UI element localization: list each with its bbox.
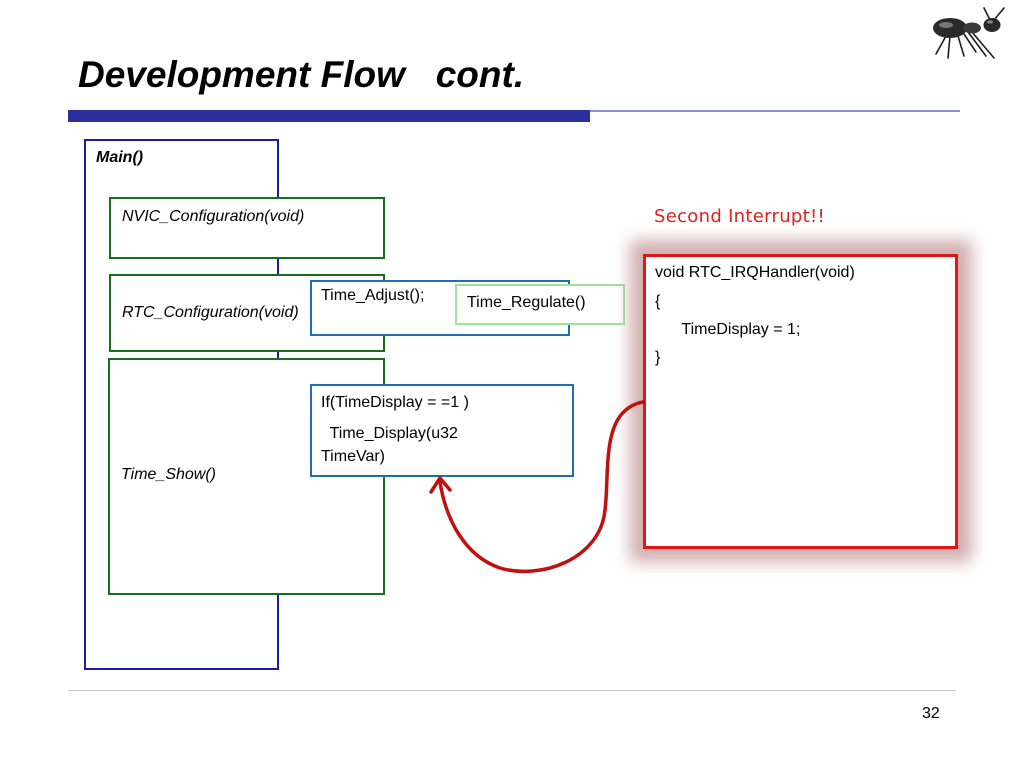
condition-line: Time_Display(u32 (321, 425, 458, 442)
slide-title: Development Flow cont. (78, 54, 525, 95)
condition-line: If(TimeDisplay = =1 ) (321, 394, 469, 411)
footer-divider (68, 690, 956, 691)
time-show-label: Time_Show() (121, 466, 216, 483)
title-underline-light (590, 110, 960, 112)
rtc-irq-handler-box (643, 254, 958, 549)
page-number: 32 (922, 705, 940, 722)
time-regulate-callout (455, 284, 625, 325)
title-underline-dark (68, 110, 590, 122)
time-adjust-label: Time_Adjust(); (321, 287, 425, 304)
handler-code-line: void RTC_IRQHandler(void) (655, 264, 855, 281)
time-regulate-label: Time_Regulate() (467, 294, 586, 311)
second-interrupt-caption: Second Interrupt!! (654, 206, 826, 227)
handler-code-line: } (655, 349, 661, 366)
nvic-configuration-label: NVIC_Configuration(void) (122, 208, 305, 225)
condition-line: TimeVar) (321, 448, 385, 465)
handler-code-line: { (655, 293, 661, 310)
arrow-head-icon (429, 476, 452, 494)
main-function-label: Main() (96, 149, 144, 166)
nvic-configuration-step (109, 197, 385, 259)
handler-code-line: TimeDisplay = 1; (655, 321, 801, 338)
rtc-configuration-label: RTC_Configuration(void) (122, 304, 299, 321)
ant-icon (933, 7, 1005, 59)
